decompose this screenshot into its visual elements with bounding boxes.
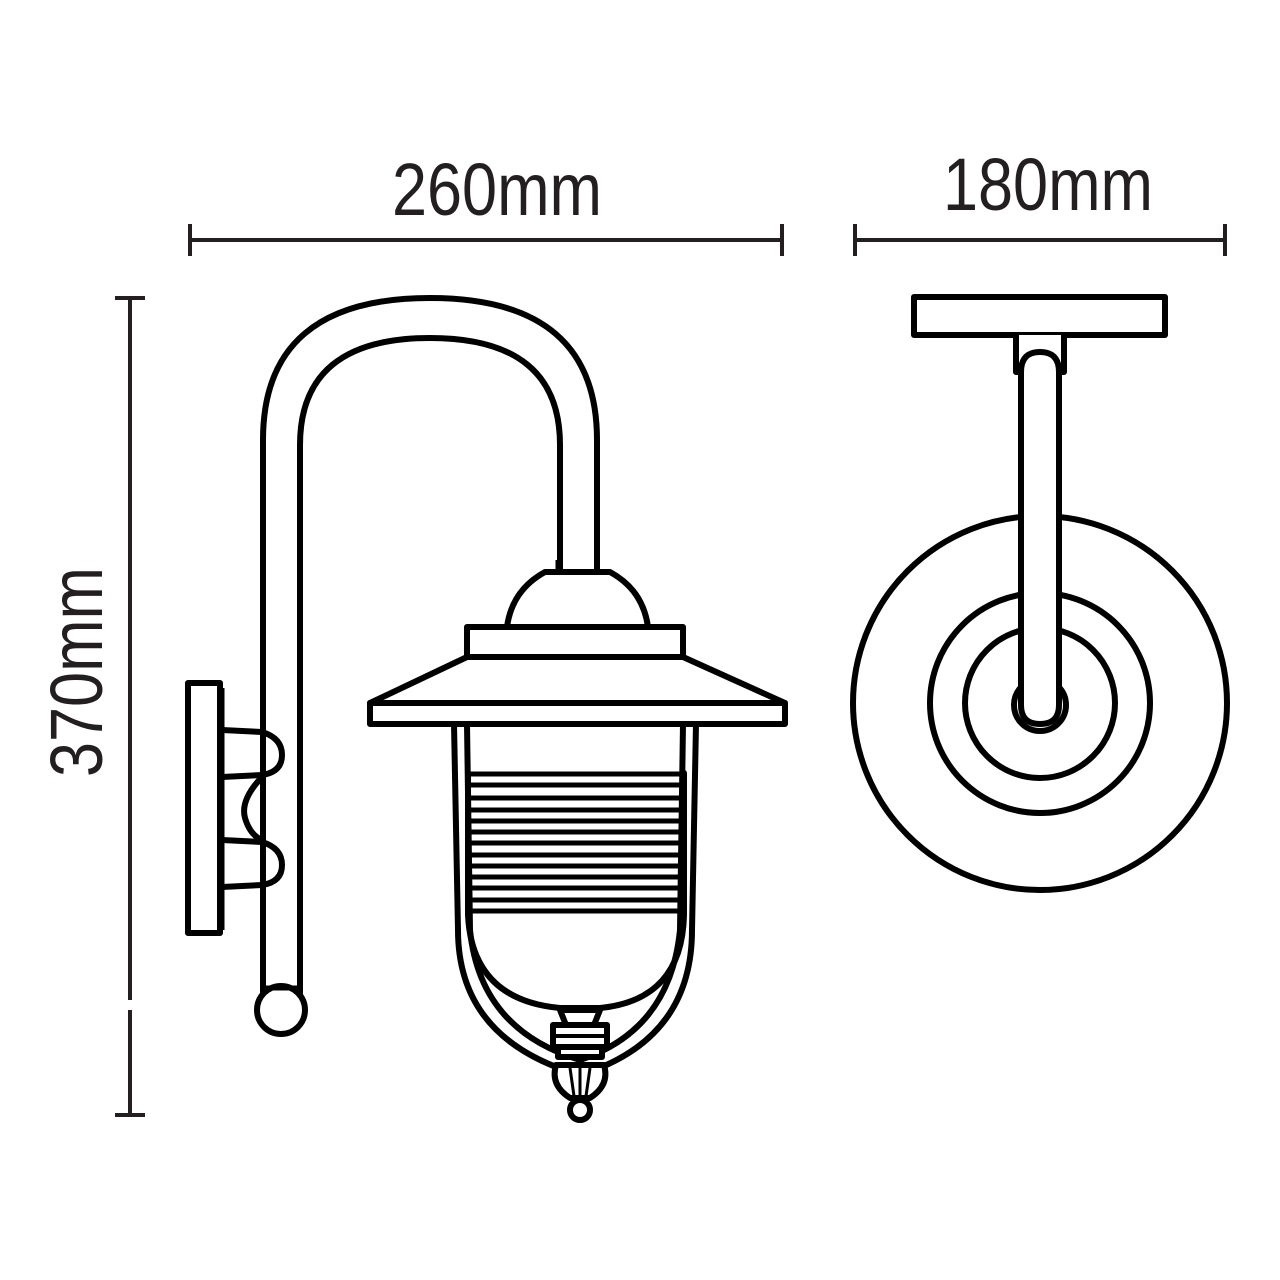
arm-front: [1018, 349, 1062, 727]
glass-ribs: [468, 771, 686, 914]
lantern-cap: [464, 560, 686, 660]
bracket-mount: [219, 727, 285, 890]
gooseneck-arm: [254, 295, 600, 1037]
lantern-roof: [367, 654, 788, 727]
depth-label: 180mm: [943, 143, 1153, 226]
wall-plate-front: [911, 294, 1168, 338]
width-label: 260mm: [392, 148, 602, 231]
depth-dimension: 180mm: [853, 143, 1227, 256]
height-dimension: 370mm: [35, 296, 145, 1117]
front-view: [850, 294, 1230, 893]
width-dimension: 260mm: [188, 148, 784, 256]
height-label: 370mm: [35, 567, 118, 777]
wall-plate: [185, 680, 223, 936]
side-view: [185, 295, 788, 1123]
finial: [550, 1007, 610, 1123]
